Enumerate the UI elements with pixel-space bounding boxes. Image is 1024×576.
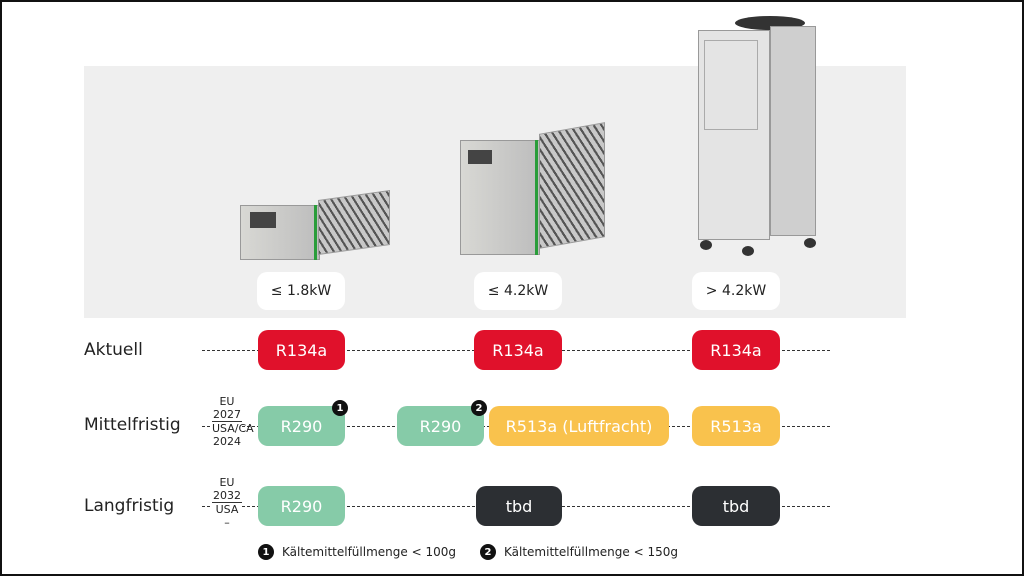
refrigerant-pill: R134a: [474, 330, 562, 370]
year-value: 2032: [212, 489, 242, 503]
refrigerant-pill: R513a (Luftfracht): [489, 406, 669, 446]
year-value: –: [224, 516, 230, 529]
refrigerant-pill: R290: [397, 406, 484, 446]
footnote-2: 2 Kältemittelfüllmenge < 150g: [480, 544, 678, 560]
year-value: 2027: [212, 408, 242, 422]
refrigerant-pill: R290: [258, 406, 345, 446]
refrigerant-pill: R290: [258, 486, 345, 526]
footnote-number: 2: [480, 544, 496, 560]
refrigerant-pill: R134a: [258, 330, 345, 370]
power-label-2: ≤ 4.2kW: [474, 272, 562, 310]
footnote-text: Kältemittelfüllmenge < 150g: [504, 545, 678, 559]
year-region: EU: [219, 476, 235, 489]
year-value: 2024: [213, 435, 241, 448]
footnote-badge-2: 2: [471, 400, 487, 416]
power-label-1: ≤ 1.8kW: [257, 272, 345, 310]
years-langfristig: EU 2032 USA –: [212, 476, 242, 529]
year-region: USA: [215, 503, 239, 516]
footnote-number: 1: [258, 544, 274, 560]
refrigerant-pill: R513a: [692, 406, 780, 446]
power-label-3: > 4.2kW: [692, 272, 780, 310]
footnote-text: Kältemittelfüllmenge < 100g: [282, 545, 456, 559]
footnote-badge-1: 1: [332, 400, 348, 416]
year-region: EU: [219, 395, 235, 408]
row-label-aktuell: Aktuell: [84, 340, 143, 360]
row-label-langfristig: Langfristig: [84, 496, 175, 516]
refrigerant-pill: R134a: [692, 330, 780, 370]
refrigerant-pill: tbd: [476, 486, 562, 526]
row-label-mittelfristig: Mittelfristig: [84, 415, 181, 435]
refrigerant-pill: tbd: [692, 486, 780, 526]
footnote-1: 1 Kältemittelfüllmenge < 100g: [258, 544, 456, 560]
